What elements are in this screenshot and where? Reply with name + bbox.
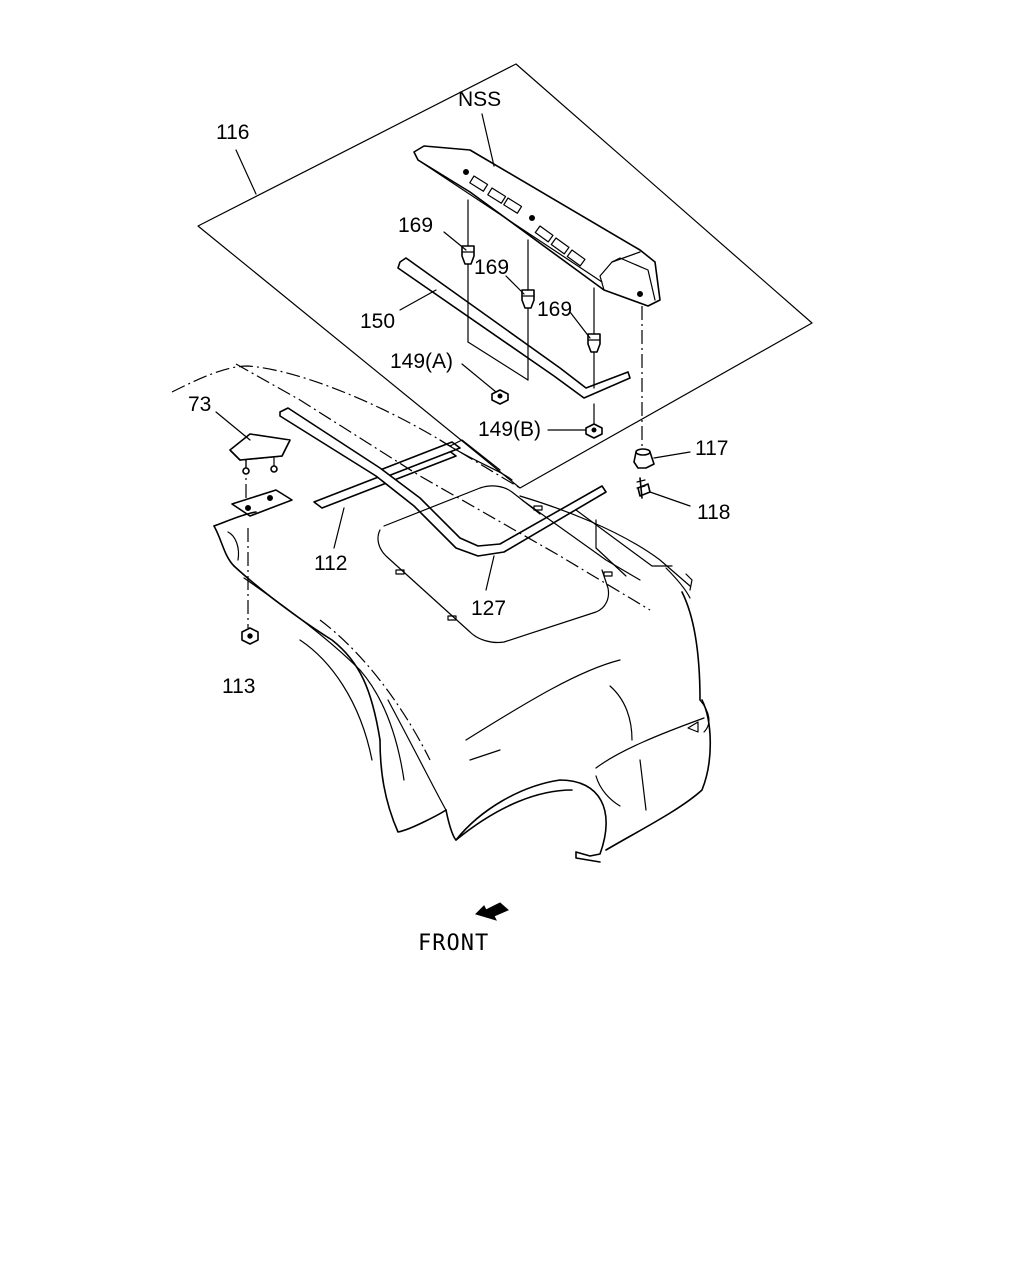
- nut-113: [241, 627, 259, 645]
- label-169-c: 169: [537, 298, 572, 321]
- grommet-117: [633, 448, 655, 469]
- leader-lines: [215, 113, 691, 591]
- label-169-b: 169: [474, 256, 509, 279]
- label-112: 112: [314, 552, 347, 575]
- front-label: FRONT: [418, 931, 489, 956]
- nut-149a: [491, 389, 509, 405]
- label-nss: NSS: [458, 88, 501, 111]
- assembly-guide-lines: [467, 199, 595, 425]
- nut-149b: [585, 423, 603, 439]
- bracket-plate: [231, 489, 293, 517]
- label-118: 118: [697, 501, 730, 524]
- label-149b: 149(B): [478, 418, 541, 441]
- vehicle-body: [171, 363, 712, 863]
- rear-spoiler: [413, 145, 661, 307]
- cover-73: [229, 433, 291, 475]
- front-arrow-icon: [475, 902, 509, 921]
- spoiler-assembly-frame: [197, 63, 813, 489]
- clip-169-c: [587, 333, 601, 353]
- label-169-a: 169: [398, 214, 433, 237]
- label-127: 127: [471, 597, 506, 620]
- clip-169-a: [461, 245, 475, 265]
- label-113: 113: [222, 675, 255, 698]
- label-116: 116: [216, 121, 249, 144]
- label-149a: 149(A): [390, 350, 453, 373]
- label-73: 73: [188, 393, 211, 416]
- screw-118: [636, 477, 651, 499]
- seal-strip-150: [397, 257, 631, 399]
- label-117: 117: [695, 437, 728, 460]
- weatherstrip-127: [279, 407, 607, 557]
- label-150: 150: [360, 310, 395, 333]
- clip-169-b: [521, 289, 535, 309]
